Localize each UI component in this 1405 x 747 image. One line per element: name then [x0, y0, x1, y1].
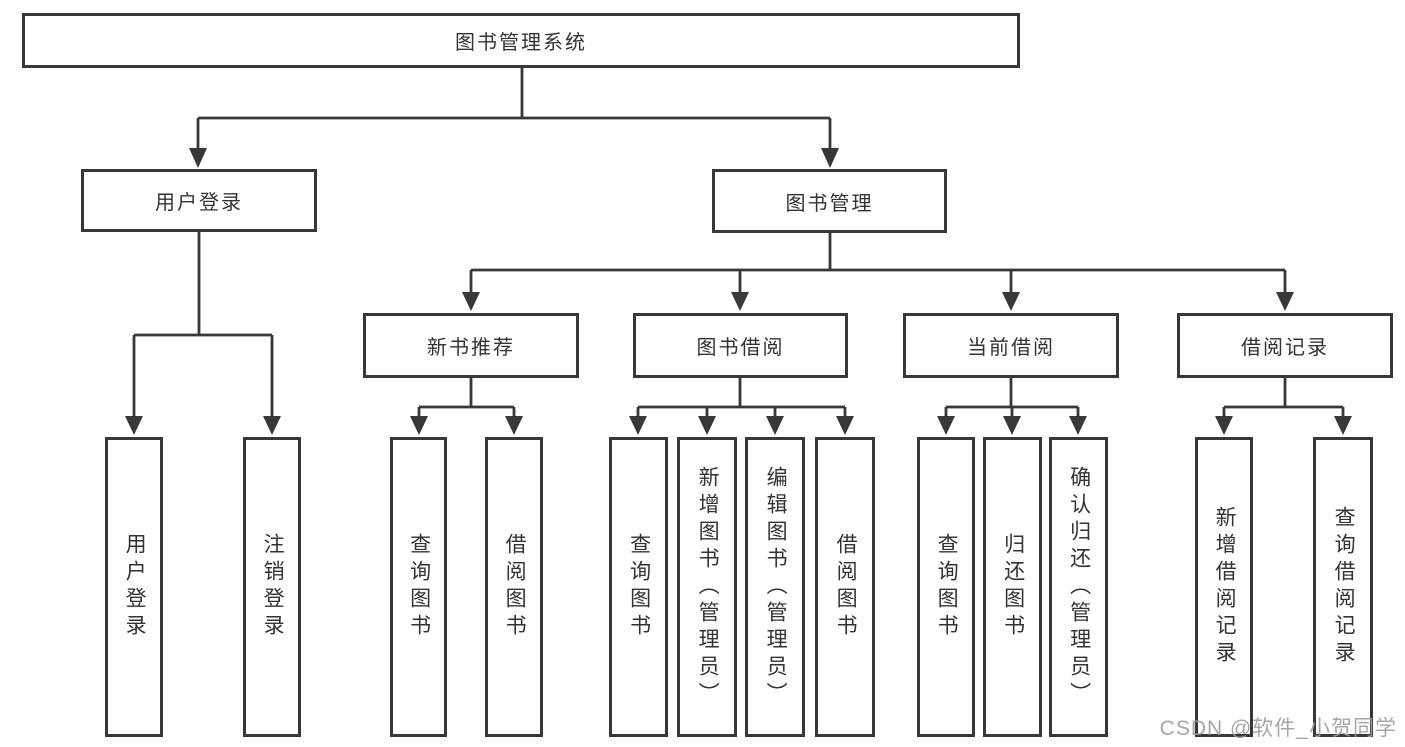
leaf-logout-login: 注销登录: [243, 437, 301, 737]
leaf-current-return-books: 归还图书: [983, 437, 1042, 737]
leaf-borrow-borrow-books: 借阅图书: [815, 437, 875, 737]
leaf-recommend-query-books: 查询图书: [390, 437, 447, 737]
node-book-management: 图书管理: [712, 169, 947, 233]
leaf-user-login: 用户登录: [105, 437, 163, 737]
node-user-login: 用户登录: [81, 169, 317, 232]
node-label: 归还图书: [1001, 533, 1025, 641]
node-label: 图书管理: [785, 192, 874, 215]
node-label: 查询图书: [935, 533, 959, 641]
node-label: 借阅图书: [834, 533, 858, 641]
node-borrow-records: 借阅记录: [1177, 313, 1393, 378]
leaf-borrow-edit-books-admin: 编辑图书（管理员）: [745, 437, 805, 737]
node-label: 查询借阅记录: [1332, 506, 1356, 668]
leaf-records-add-record: 新增借阅记录: [1195, 437, 1253, 737]
node-label: 当前借阅: [967, 337, 1055, 359]
node-label: 编辑图书（管理员）: [764, 465, 788, 709]
node-label: 借阅记录: [1241, 337, 1329, 359]
node-label: 图书管理系统: [455, 32, 587, 54]
node-current-borrow: 当前借阅: [903, 313, 1119, 378]
node-label: 查询图书: [627, 533, 651, 641]
node-label: 注销登录: [261, 533, 285, 641]
leaf-recommend-borrow-books: 借阅图书: [485, 437, 543, 737]
leaf-current-query-books: 查询图书: [917, 437, 975, 737]
node-label: 用户登录: [123, 533, 147, 641]
node-new-book-recommend: 新书推荐: [363, 313, 579, 378]
node-label: 新增图书（管理员）: [696, 465, 720, 709]
leaf-current-confirm-return-admin: 确认归还（管理员）: [1049, 437, 1108, 737]
leaf-records-query-record: 查询借阅记录: [1313, 437, 1373, 737]
leaf-borrow-add-books-admin: 新增图书（管理员）: [677, 437, 737, 737]
node-label: 用户登录: [155, 192, 243, 214]
node-label: 查询图书: [407, 533, 431, 641]
node-label: 图书借阅: [696, 337, 785, 359]
node-label: 新增借阅记录: [1213, 506, 1237, 668]
leaf-borrow-query-books: 查询图书: [609, 437, 668, 737]
csdn-watermark: CSDN @软件_小贺同学: [1159, 717, 1397, 740]
node-label: 确认归还（管理员）: [1067, 465, 1091, 709]
arrowheads: [125, 148, 1352, 435]
node-library-system: 图书管理系统: [22, 13, 1020, 68]
node-label: 借阅图书: [503, 533, 527, 641]
node-book-borrow: 图书借阅: [633, 313, 848, 378]
node-label: 新书推荐: [427, 337, 515, 359]
